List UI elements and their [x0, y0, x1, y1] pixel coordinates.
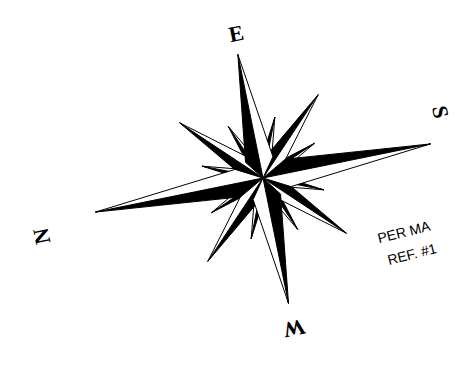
map-note: REF. #1 — [386, 241, 438, 267]
direction-letter: S — [428, 104, 452, 120]
map-note: PER MA — [376, 219, 431, 246]
direction-letter: E — [227, 22, 246, 46]
direction-letter: N — [30, 226, 55, 246]
direction-letter: W — [281, 315, 307, 341]
